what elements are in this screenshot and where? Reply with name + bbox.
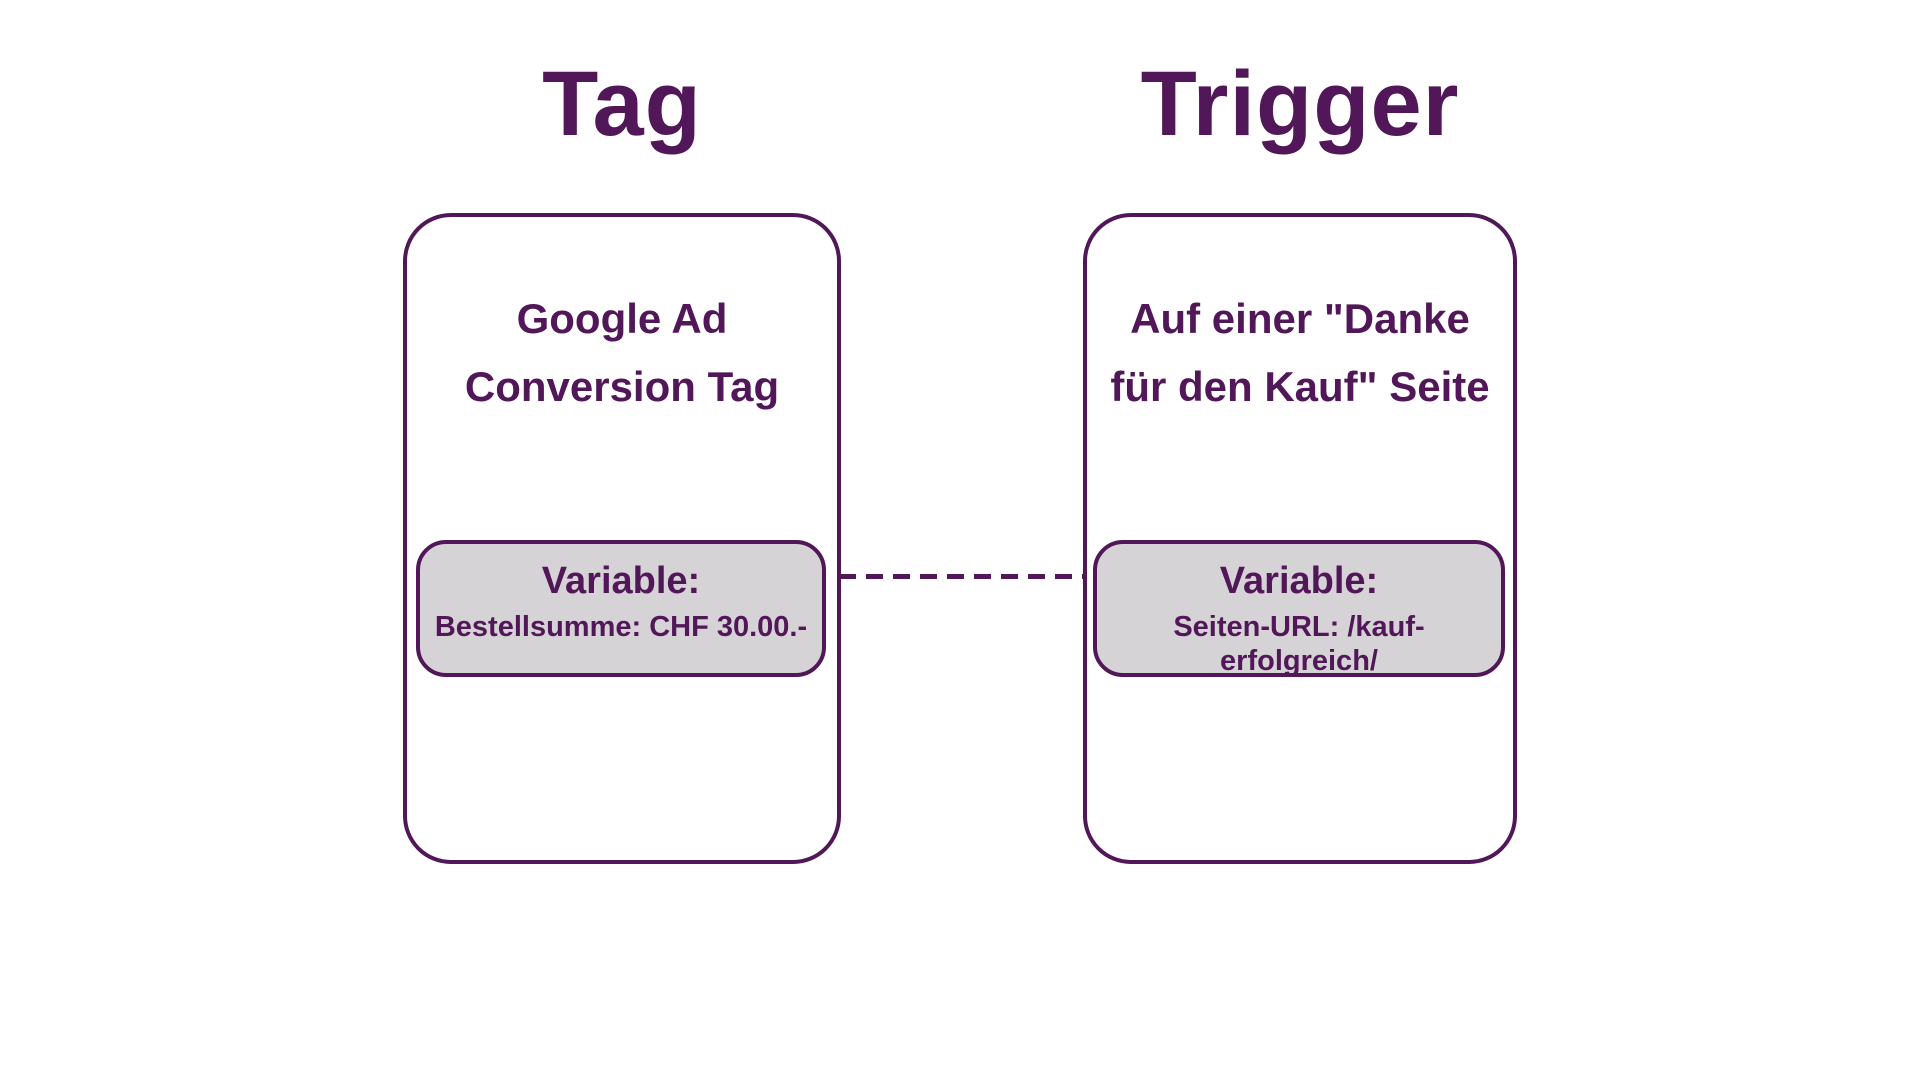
tag-variable-label: Variable:	[541, 560, 701, 602]
trigger-card-heading-line2: für den Kauf" Seite	[1110, 363, 1490, 410]
trigger-card-heading: Auf einer "Danke für den Kauf" Seite	[1087, 285, 1513, 421]
tag-variable-box: Variable: Bestellsumme: CHF 30.00.-	[416, 540, 826, 677]
trigger-card: Auf einer "Danke für den Kauf" Seite	[1083, 213, 1517, 864]
tag-title: Tag	[542, 53, 702, 155]
trigger-variable-box: Variable: Seiten-URL: /kauf-erfolgreich/	[1093, 540, 1505, 677]
tag-card-heading: Google Ad Conversion Tag	[407, 285, 837, 421]
trigger-card-heading-line1: Auf einer "Danke	[1130, 295, 1470, 342]
tag-card: Google Ad Conversion Tag	[403, 213, 841, 864]
trigger-variable-value: Seiten-URL: /kauf-erfolgreich/	[1173, 611, 1425, 677]
tag-card-heading-line2: Conversion Tag	[464, 363, 780, 410]
trigger-variable-label: Variable:	[1219, 560, 1379, 602]
dashed-connector-line	[839, 574, 1085, 579]
tag-variable-value: Bestellsumme: CHF 30.00.-	[434, 611, 808, 643]
tag-card-heading-line1: Google Ad	[516, 295, 728, 342]
trigger-title: Trigger	[1140, 53, 1460, 155]
